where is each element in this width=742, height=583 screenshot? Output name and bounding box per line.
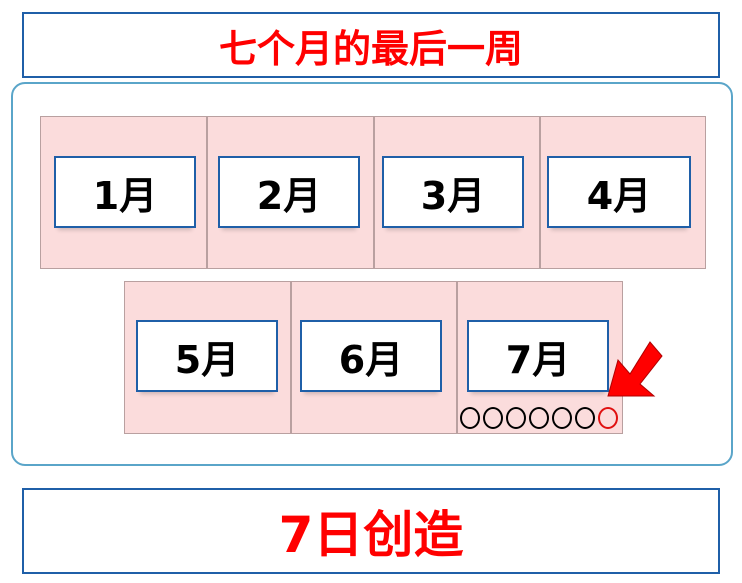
month-label-6: 6月 — [300, 320, 442, 392]
week-dot — [529, 407, 549, 429]
week-dot — [483, 407, 503, 429]
page-title: 七个月的最后一周 — [218, 26, 523, 71]
week-dot — [552, 407, 572, 429]
month-label-1: 1月 — [54, 156, 196, 228]
month-label-2: 2月 — [218, 156, 360, 228]
week-dot-current — [598, 407, 618, 429]
week-dot — [575, 407, 595, 429]
week-dot — [506, 407, 526, 429]
month-label-7: 7月 — [467, 320, 609, 392]
footer-banner: 7日创造 — [22, 488, 720, 574]
week-dot — [460, 407, 480, 429]
title-banner: 七个月的最后一周 — [22, 12, 720, 78]
month-label-4: 4月 — [547, 156, 691, 228]
pointer-arrow-icon — [607, 341, 663, 397]
month-label-3: 3月 — [382, 156, 524, 228]
month-label-5: 5月 — [136, 320, 278, 392]
footer-text: 7日创造 — [278, 506, 464, 564]
